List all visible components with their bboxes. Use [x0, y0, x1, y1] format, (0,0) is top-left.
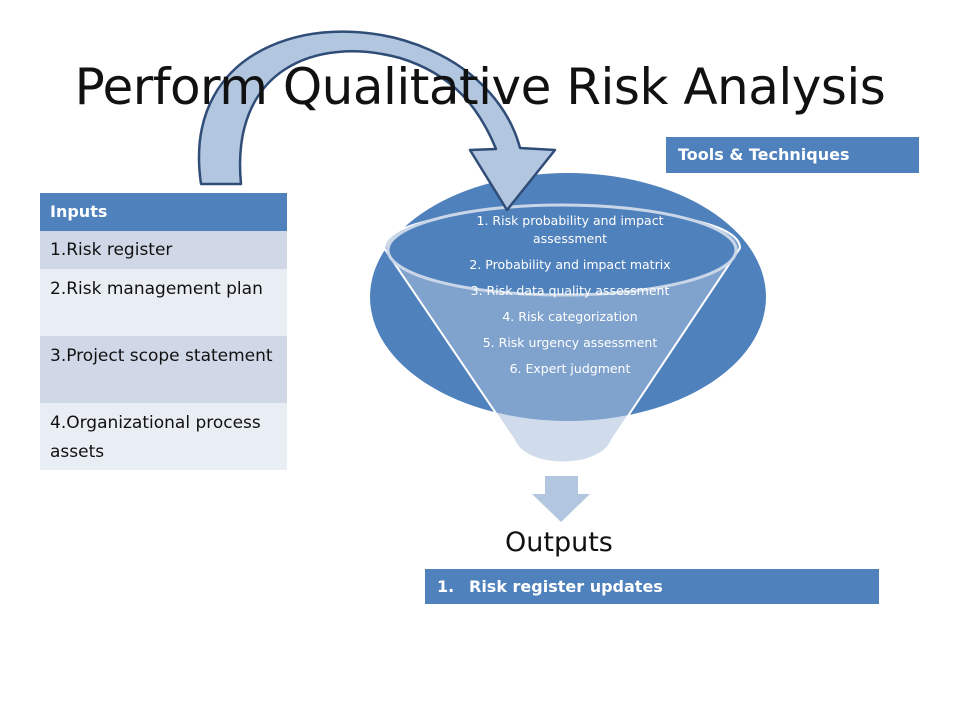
input-item: 4.Organizational process assets: [40, 403, 287, 470]
page-title: Perform Qualitative Risk Analysis: [74, 58, 886, 116]
outputs-item: 1. Risk register updates: [425, 569, 879, 604]
tool-item: 4. Risk categorization: [502, 309, 638, 324]
outputs-item-text: Risk register updates: [469, 577, 663, 596]
input-item: 2.Risk management plan: [40, 269, 287, 336]
tools-header: Tools & Techniques: [666, 137, 919, 173]
inputs-header: Inputs: [40, 193, 287, 231]
input-item: 1.Risk register: [40, 231, 287, 269]
funnel-rim: [386, 203, 738, 297]
tools-list: 1. Risk probability and impact assessmen…: [420, 212, 720, 378]
tool-item: 1. Risk probability and impact assessmen…: [476, 213, 664, 246]
outputs-item-number: 1.: [437, 577, 455, 596]
down-arrow-icon: [532, 476, 590, 522]
tool-item: 6. Expert judgment: [509, 361, 631, 376]
inputs-table: Inputs 1.Risk register 2.Risk management…: [40, 193, 287, 470]
input-item: 3.Project scope statement: [40, 336, 287, 403]
outputs-label: Outputs: [505, 527, 613, 558]
tool-item: 5. Risk urgency assessment: [482, 335, 658, 350]
curved-arrow-icon: [197, 30, 557, 212]
tool-item: 2. Probability and impact matrix: [469, 257, 671, 272]
tool-item: 3. Risk data quality assessment: [470, 283, 670, 298]
